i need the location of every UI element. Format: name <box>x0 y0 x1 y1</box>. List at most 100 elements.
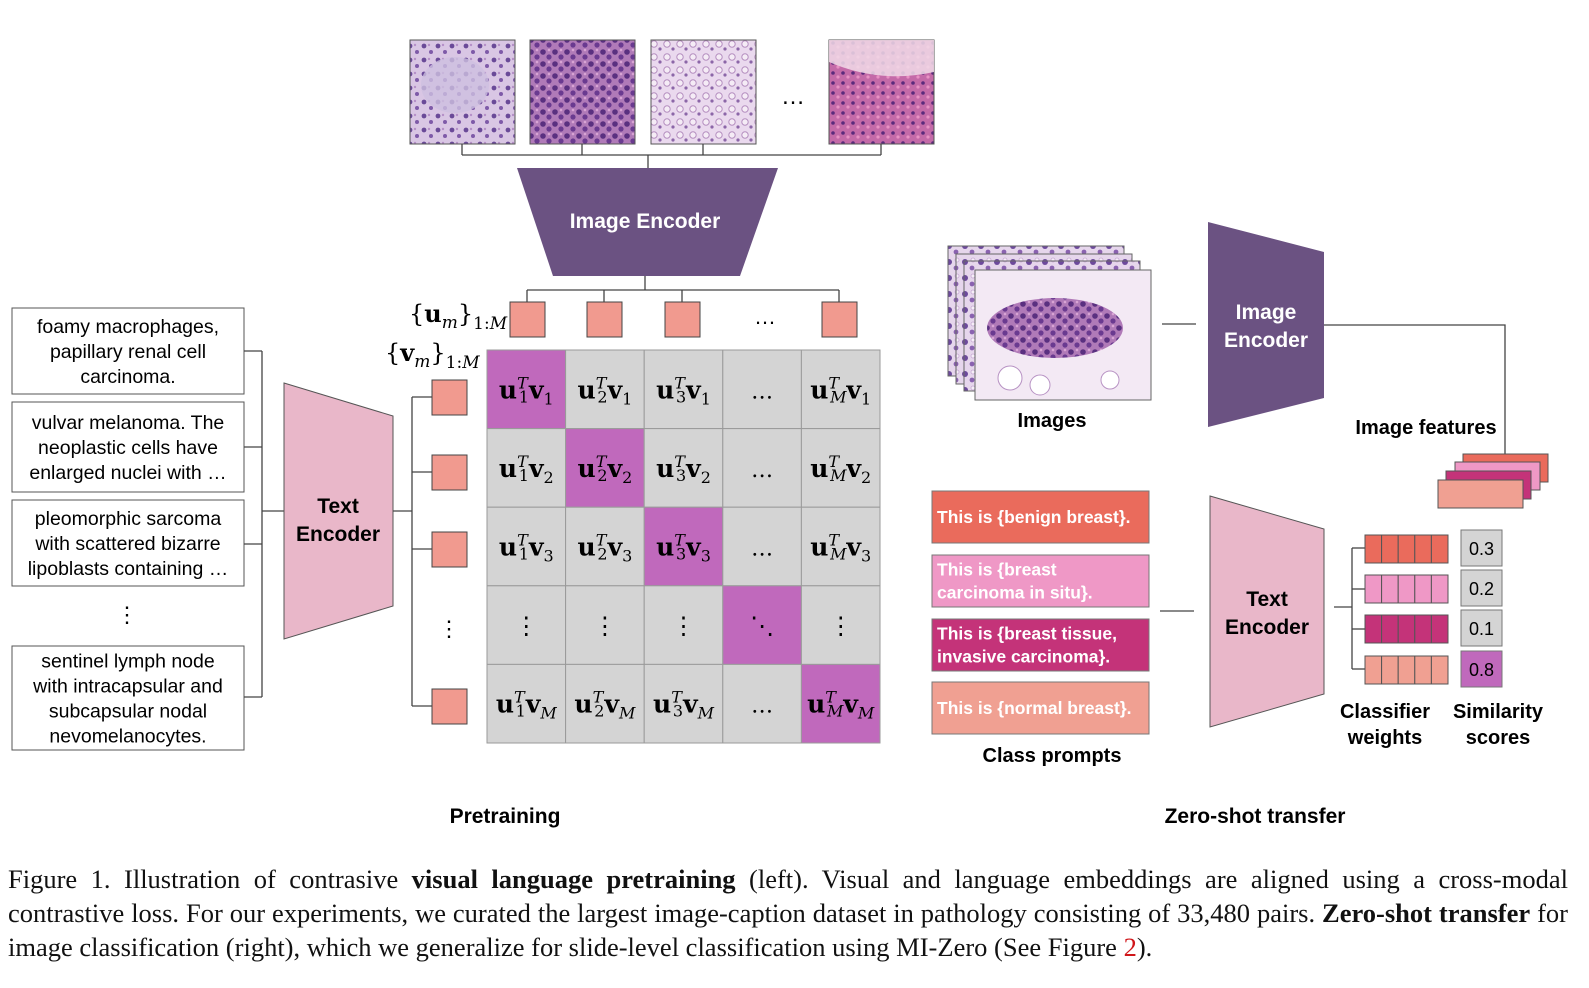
class-prompts-label: Class prompts <box>983 745 1122 767</box>
caption-box: pleomorphic sarcoma with scattered bizarr… <box>11 499 245 587</box>
tile-connectors <box>461 144 882 168</box>
classifier-weight-row <box>1364 614 1449 644</box>
similarity-score: 0.2 <box>1460 569 1503 607</box>
matrix-cell <box>565 349 645 430</box>
slide-image-stack <box>947 245 1152 401</box>
zero-shot-section-label: Zero-shot transfer <box>1165 805 1346 828</box>
matrix-cell <box>800 585 881 665</box>
caption-boxes: foamy macrophages,papillary renal cellca… <box>11 307 245 751</box>
v-embedding-square <box>431 454 468 491</box>
pathology-tiles: … <box>409 39 935 145</box>
v-embedding-square <box>431 379 468 416</box>
matrix-entry: ⋮ <box>672 612 696 640</box>
classifier-weights <box>1364 534 1449 685</box>
caption-box: foamy macrophages,papillary renal cellca… <box>11 307 245 395</box>
matrix-entry: ⋮ <box>829 612 853 640</box>
tile-ellipsis: … <box>781 83 805 110</box>
matrix-cell <box>722 349 802 430</box>
zs-text-encoder-label: Encoder <box>1225 616 1309 639</box>
image-feature-vector <box>1437 479 1524 509</box>
tile-image <box>529 39 636 145</box>
figure-reference-link[interactable]: 2 <box>1123 932 1137 962</box>
matrix-cell <box>722 663 802 744</box>
caption-bold: visual language pretraining <box>411 864 736 894</box>
matrix-entry: ⋮ <box>514 612 538 640</box>
caption-bold: Zero-shot transfer <box>1322 898 1531 928</box>
text-encoder-block <box>283 382 394 640</box>
matrix-entry: ⋮ <box>593 612 617 640</box>
caption-line: enlarged nuclei with … <box>29 462 226 484</box>
matrix-cell <box>722 506 802 587</box>
image-features-stack <box>1437 453 1549 509</box>
classifier-weights-label: weights <box>1347 727 1422 749</box>
caption-line: pleomorphic sarcoma <box>35 508 222 530</box>
class-prompt-text: carcinoma in situ}. <box>937 583 1093 603</box>
figure-caption: Figure 1. Illustration of contrasive vis… <box>8 862 1568 964</box>
zs-image-encoder-block <box>1208 222 1324 427</box>
similarity-scores: 0.3 0.2 0.1 0.8 <box>1460 529 1503 688</box>
u-embeddings: … <box>509 301 858 338</box>
class-prompts: This is {benign breast}. This is {breast c… <box>931 490 1150 735</box>
u-embedding-square <box>664 301 701 338</box>
caption-line: carcinoma. <box>80 366 175 388</box>
similarity-scores-label: Similarity <box>1453 701 1544 723</box>
class-prompt: This is {normal breast}. <box>931 681 1150 735</box>
v-bracket <box>393 396 432 707</box>
matrix-cell <box>643 585 724 665</box>
v-embedding-square <box>431 688 468 725</box>
matrix-cell <box>486 349 567 430</box>
v-embedding-square <box>431 531 468 568</box>
similarity-score-value: 0.3 <box>1469 539 1494 559</box>
class-prompt-text: This is {benign breast}. <box>937 507 1131 527</box>
v-ellipsis: ⋮ <box>438 616 460 641</box>
matrix-cell <box>643 349 724 430</box>
tile-image <box>650 39 757 145</box>
caption-line: neoplastic cells have <box>38 437 218 459</box>
matrix-entry: … <box>751 694 773 719</box>
v-embeddings: ⋮ <box>431 379 468 725</box>
text-encoder-label: Encoder <box>296 523 380 546</box>
matrix-entry: … <box>751 458 773 483</box>
matrix-cell <box>486 428 567 508</box>
class-prompt: This is {benign breast}. <box>931 490 1150 544</box>
similarity-score-value: 0.2 <box>1469 579 1494 599</box>
similarity-score-value: 0.8 <box>1469 660 1494 680</box>
caption-bracket <box>244 350 284 698</box>
image-features-label: Image features <box>1355 417 1496 439</box>
similarity-score-value: 0.1 <box>1469 619 1494 639</box>
caption-text: for image classification (right), which … <box>8 898 1568 962</box>
matrix-cell <box>486 506 567 587</box>
matrix-cell <box>722 585 802 665</box>
caption-ellipsis: ⋮ <box>116 602 138 627</box>
matrix-cell <box>800 506 881 587</box>
matrix-cell <box>722 428 802 508</box>
zs-text-encoder-label: Text <box>1246 588 1288 611</box>
class-prompt-text: This is {breast tissue, <box>937 624 1117 644</box>
class-prompt-text: This is {normal breast}. <box>937 698 1132 718</box>
class-prompt-text: This is {breast <box>937 560 1057 580</box>
caption-line: subcapsular nodal <box>49 701 207 723</box>
v-set-label: {vm}1:M <box>385 338 480 373</box>
u-connectors <box>526 276 840 302</box>
matrix-cell <box>486 663 567 744</box>
caption-line: with scattered bizarre <box>34 533 220 555</box>
caption-line: nevomelanocytes. <box>49 726 206 748</box>
class-prompt: This is {breast tissue, invasive carcinom… <box>931 618 1150 672</box>
u-ellipsis: … <box>754 304 776 329</box>
matrix-cell <box>800 349 881 430</box>
classifier-weight-row <box>1364 534 1449 564</box>
image-encoder-block <box>517 168 778 276</box>
class-prompt-text: invasive carcinoma}. <box>937 647 1110 667</box>
